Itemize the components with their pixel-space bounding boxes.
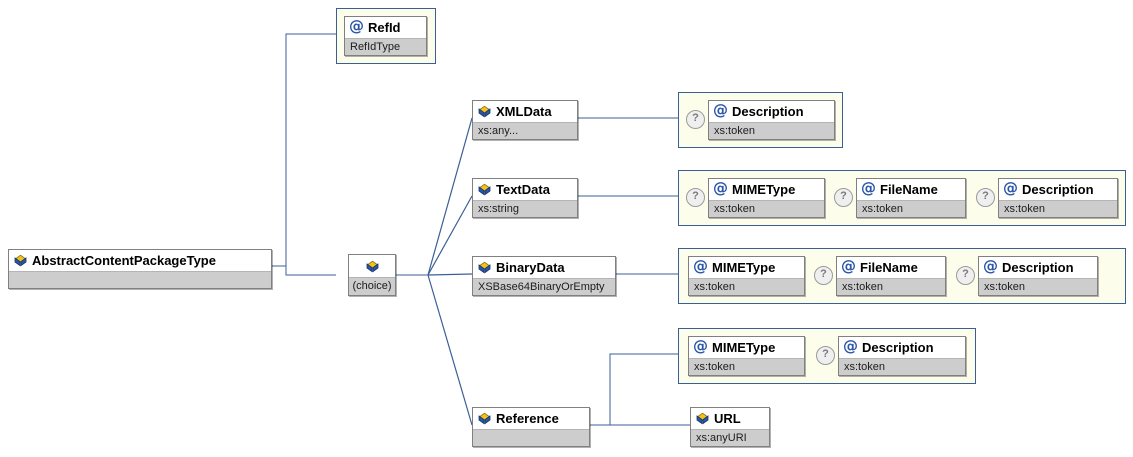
node-title-row: BinaryData	[473, 257, 615, 278]
node-type-row: xs:any...	[473, 122, 577, 139]
node-type-row: xs:token	[857, 200, 965, 217]
node-title-row: @ Description	[839, 337, 965, 358]
node-title-row: URL	[691, 408, 769, 429]
node-type-row: xs:string	[473, 200, 577, 217]
node-title-row: @ Description	[999, 179, 1117, 200]
node-label: AbstractContentPackageType	[32, 253, 216, 268]
node-type-row: xs:token	[689, 358, 804, 375]
node-label: RefId	[368, 20, 401, 35]
attribute-icon: @	[841, 257, 856, 275]
node-title-row: @ Description	[979, 257, 1097, 278]
attribute-icon: @	[843, 337, 858, 355]
optional-marker: ?	[686, 110, 705, 129]
node-label: BinaryData	[496, 260, 565, 275]
optional-marker: ?	[686, 188, 705, 207]
node-type-row	[473, 429, 589, 446]
node-title-row: TextData	[473, 179, 577, 200]
attribute-icon: @	[713, 101, 728, 119]
node-title-row: @ MIMEType	[709, 179, 824, 200]
node-attribute-binarydata-filename[interactable]: @ FileName xs:token	[836, 256, 946, 296]
node-label: TextData	[496, 182, 550, 197]
node-label: MIMEType	[712, 260, 776, 275]
node-label: MIMEType	[732, 182, 796, 197]
node-element-url[interactable]: URL xs:anyURI	[690, 407, 770, 447]
attribute-icon: @	[983, 257, 998, 275]
node-element-reference[interactable]: Reference	[472, 407, 590, 447]
node-label: Description	[1002, 260, 1074, 275]
node-attribute-reference-description[interactable]: @ Description xs:token	[838, 336, 966, 376]
optional-marker: ?	[814, 266, 833, 285]
attribute-icon: @	[1003, 179, 1018, 197]
node-title-row: AbstractContentPackageType	[9, 250, 271, 271]
node-title-row: @ FileName	[857, 179, 965, 200]
node-type-row: xs:token	[839, 358, 965, 375]
node-abstract-content-package-type[interactable]: AbstractContentPackageType	[8, 249, 272, 289]
attribute-icon: @	[713, 179, 728, 197]
node-type-row: xs:token	[709, 200, 824, 217]
element-icon	[477, 105, 492, 118]
attribute-icon: @	[861, 179, 876, 197]
node-title-row: @ MIMEType	[689, 257, 804, 278]
node-type-row: xs:anyURI	[691, 429, 769, 446]
node-attribute-reference-mimetype[interactable]: @ MIMEType xs:token	[688, 336, 805, 376]
node-type-row	[9, 271, 271, 288]
node-label: Description	[1022, 182, 1094, 197]
node-title-row: XMLData	[473, 101, 577, 122]
node-title-row: @ RefId	[345, 17, 426, 38]
node-type-row: xs:token	[689, 278, 804, 295]
node-type-row: XSBase64BinaryOrEmpty	[473, 278, 615, 295]
node-label: Reference	[496, 411, 559, 426]
element-icon	[695, 412, 710, 425]
node-label: Description	[732, 104, 804, 119]
node-label: MIMEType	[712, 340, 776, 355]
node-type-row: xs:token	[979, 278, 1097, 295]
node-title-row: Reference	[473, 408, 589, 429]
element-icon	[477, 183, 492, 196]
node-attribute-refid[interactable]: @ RefId RefIdType	[344, 16, 427, 56]
choice-icon	[365, 260, 380, 273]
node-title-row: @ Description	[709, 101, 834, 122]
node-title-row: @ FileName	[837, 257, 945, 278]
node-type-row: xs:token	[999, 200, 1117, 217]
node-attribute-textdata-filename[interactable]: @ FileName xs:token	[856, 178, 966, 218]
node-attribute-xmldata-description[interactable]: @ Description xs:token	[708, 100, 835, 140]
node-attribute-textdata-description[interactable]: @ Description xs:token	[998, 178, 1118, 218]
node-label: XMLData	[496, 104, 552, 119]
choice-icon-row	[349, 255, 395, 277]
node-type-row: RefIdType	[345, 38, 426, 55]
node-type-row: xs:token	[837, 278, 945, 295]
element-icon	[477, 261, 492, 274]
node-label: Description	[862, 340, 934, 355]
node-element-binarydata[interactable]: BinaryData XSBase64BinaryOrEmpty	[472, 256, 616, 296]
node-attribute-binarydata-mimetype[interactable]: @ MIMEType xs:token	[688, 256, 805, 296]
node-label: FileName	[880, 182, 938, 197]
optional-marker: ?	[976, 188, 995, 207]
attribute-icon: @	[349, 17, 364, 35]
node-element-textdata[interactable]: TextData xs:string	[472, 178, 578, 218]
optional-marker: ?	[816, 346, 835, 365]
choice-node[interactable]: (choice)	[348, 254, 396, 296]
choice-label: (choice)	[349, 277, 395, 295]
optional-marker: ?	[834, 188, 853, 207]
node-type-row: xs:token	[709, 122, 834, 139]
element-icon	[477, 412, 492, 425]
element-icon	[13, 254, 28, 267]
attribute-icon: @	[693, 337, 708, 355]
node-attribute-textdata-mimetype[interactable]: @ MIMEType xs:token	[708, 178, 825, 218]
optional-marker: ?	[956, 266, 975, 285]
node-label: URL	[714, 411, 741, 426]
node-element-xmldata[interactable]: XMLData xs:any...	[472, 100, 578, 140]
node-label: FileName	[860, 260, 918, 275]
attribute-icon: @	[693, 257, 708, 275]
node-title-row: @ MIMEType	[689, 337, 804, 358]
node-attribute-binarydata-description[interactable]: @ Description xs:token	[978, 256, 1098, 296]
